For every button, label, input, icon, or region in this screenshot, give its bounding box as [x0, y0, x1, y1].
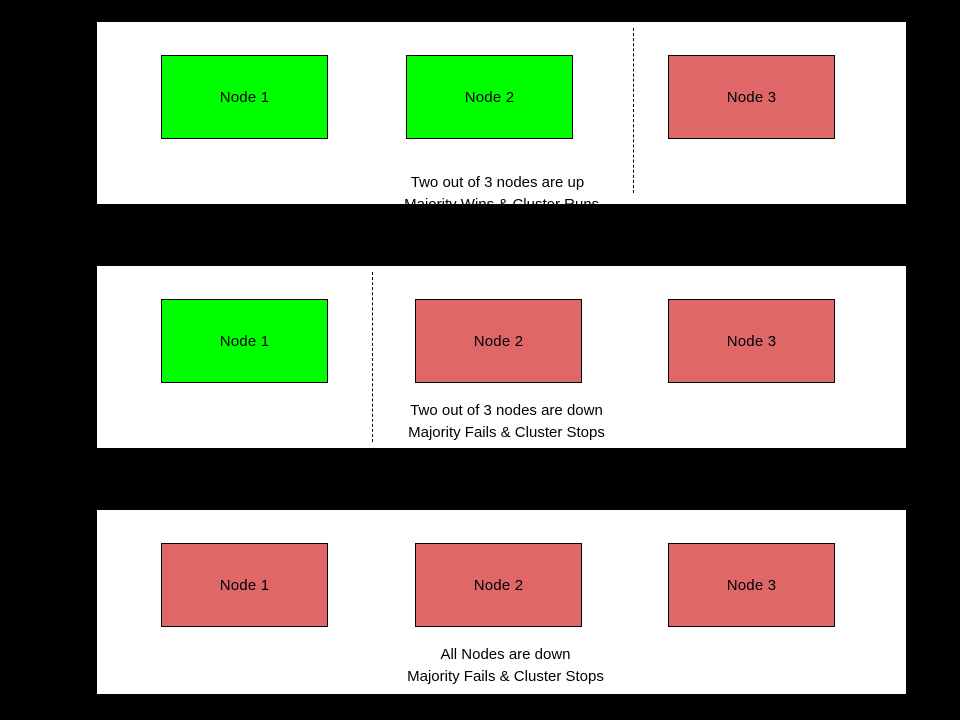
partition-divider-line — [633, 28, 634, 193]
node-box-1[interactable]: Node 1 — [161, 55, 328, 139]
panel-caption: Two out of 3 nodes are up , Majority Win… — [93, 172, 902, 216]
panel-caption: Two out of 3 nodes are down Majority Fai… — [102, 400, 911, 444]
node-label: Node 3 — [726, 332, 777, 350]
caption-line-2: Majority Fails & Cluster Stops — [408, 424, 605, 442]
caption-line-1: Two out of 3 nodes are up — [410, 174, 585, 191]
node-box-1[interactable]: Node 1 — [161, 543, 328, 627]
node-label: Node 3 — [726, 576, 777, 594]
node-box-3[interactable]: Node 3 — [668, 299, 835, 383]
node-label: Node 1 — [219, 576, 270, 594]
caption-line-2: Majority Fails & Cluster Stops — [407, 668, 604, 686]
node-box-1[interactable]: Node 1 — [161, 299, 328, 383]
node-box-2[interactable]: Node 2 — [415, 543, 582, 627]
scenario-panel-majority-wins: Node 1 Node 2 Node 3 Two out of 3 nodes … — [97, 22, 906, 213]
partition-divider-line — [372, 272, 373, 442]
node-label: Node 2 — [464, 88, 515, 106]
node-box-2[interactable]: Node 2 — [406, 55, 573, 139]
node-label: Node 2 — [473, 332, 524, 350]
node-box-2[interactable]: Node 2 — [415, 299, 582, 383]
scenario-panel-all-nodes-down: Node 1 Node 2 Node 3 All Nodes are down … — [97, 510, 906, 694]
node-label: Node 1 — [219, 88, 270, 106]
node-box-3[interactable]: Node 3 — [668, 543, 835, 627]
scenario-panel-two-nodes-down: Node 1 Node 2 Node 3 Two out of 3 nodes … — [97, 266, 906, 448]
caption-line-1: All Nodes are down — [440, 646, 571, 663]
panel-caption: All Nodes are down Majority Fails & Clus… — [101, 644, 910, 688]
node-box-3[interactable]: Node 3 — [668, 55, 835, 139]
node-label: Node 1 — [219, 332, 270, 350]
caption-line-2: , Majority Wins & Cluster Runs — [395, 196, 600, 214]
node-label: Node 2 — [473, 576, 524, 594]
caption-line-1: Two out of 3 nodes are down — [410, 402, 603, 419]
node-label: Node 3 — [726, 88, 777, 106]
